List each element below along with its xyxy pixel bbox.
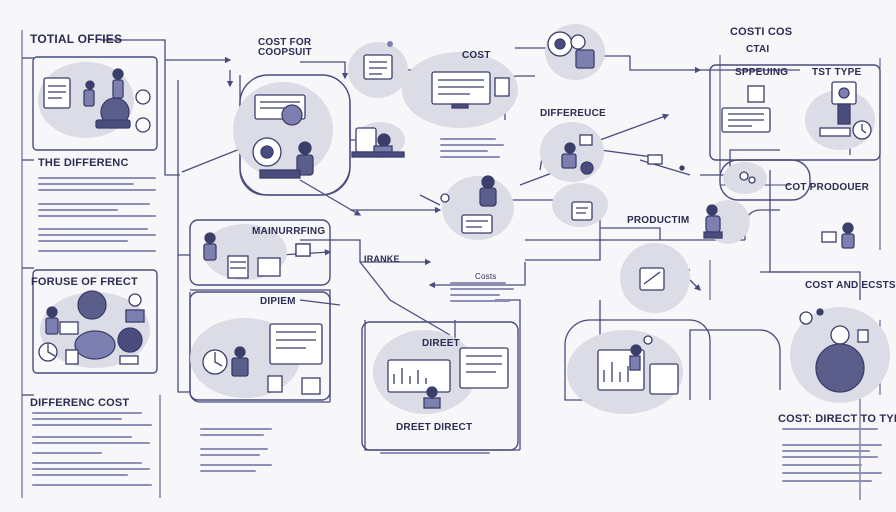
iranke-label: IRANKE	[364, 254, 400, 264]
tag-icon	[647, 154, 685, 171]
cost-screen-illustration	[431, 71, 510, 109]
difference-label: DIFFEREUCE	[540, 108, 606, 119]
caption-lines	[32, 138, 882, 486]
cot-prodouer-label: COT PRODOUER	[785, 182, 870, 193]
production-machine-illustration	[252, 94, 314, 179]
tst-type-label: TST TYPE	[812, 67, 862, 78]
analyst-figure-illustration	[799, 308, 869, 393]
the-differenc-label: THE DIFFERENC	[38, 157, 129, 169]
direct-label: DIREET	[422, 338, 460, 349]
direct-dirrect-label: DREET DIRECT	[396, 422, 473, 433]
clipboard-icon	[571, 201, 593, 221]
costi-cos-label: COSTI COS	[730, 26, 793, 38]
direct-cost-illustration	[387, 347, 509, 409]
cost-and-ecsts-label: COST AND ECSTS	[805, 280, 896, 291]
spending-panel-illustration	[721, 81, 872, 140]
forse-of-frect-label: FORUSE OF FRECT	[31, 276, 138, 288]
cost-for-coopsuit-label: COST FOR COOPSUIT	[258, 37, 312, 58]
total-offices-label: TOTIAL OFFIES	[30, 32, 123, 46]
cost-direct-to-type-label: COST: DIRECT TO TYPE	[778, 413, 896, 425]
person-at-desk-illustration	[351, 127, 405, 158]
gear-icon	[547, 31, 595, 69]
reporting-illustration	[597, 335, 679, 395]
mainurfing-label: MAINURRFING	[252, 226, 326, 237]
costs-small-label: Costs	[475, 272, 497, 281]
productim-label: PRODUCTIM	[627, 215, 690, 226]
monitor-icon	[363, 41, 393, 80]
dipiem-illustration	[202, 323, 323, 395]
difference-person-illustration	[561, 134, 594, 175]
cost-label: COST	[462, 50, 491, 61]
producer-icon	[739, 171, 756, 184]
office-workers-illustration	[43, 68, 151, 133]
differenc-cost-label: DIFFERENC COST	[30, 397, 130, 409]
center-lower-illustration	[295, 243, 665, 291]
ctai-label: CTAI	[746, 44, 770, 55]
dipiem-label: DIPIEM	[260, 296, 296, 307]
factory-scene-illustration	[38, 290, 145, 365]
center-operator-illustration	[440, 175, 497, 234]
sppeuing-label: SPPEUING	[735, 67, 789, 78]
productim-person-illustration	[703, 204, 855, 249]
